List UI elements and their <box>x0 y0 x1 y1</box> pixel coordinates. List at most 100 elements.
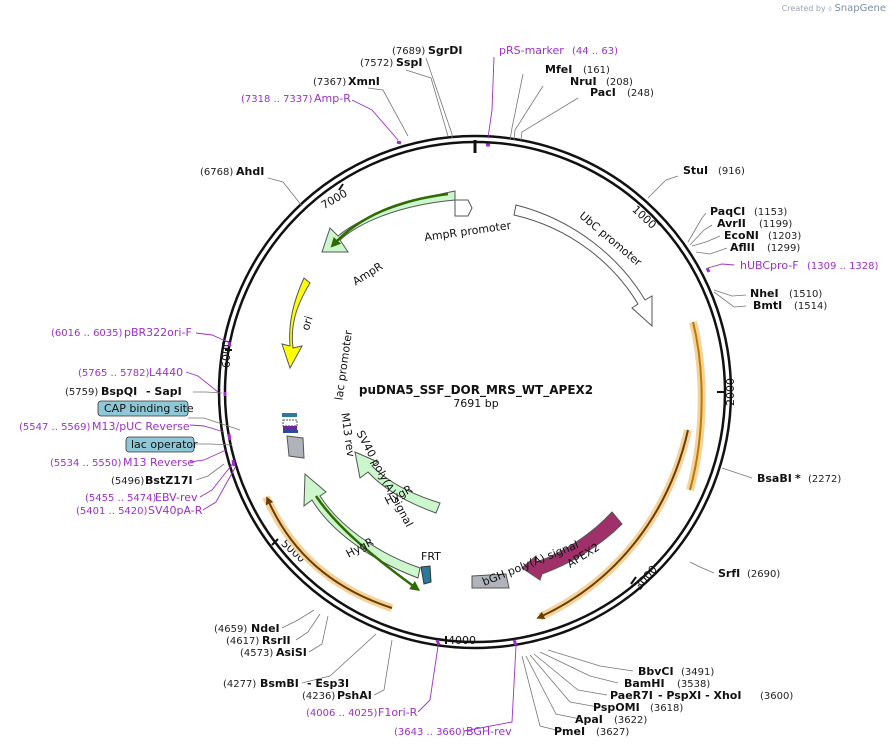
primer-name: F1ori-R <box>378 706 418 719</box>
feature-hygr-inner[interactable] <box>354 451 441 514</box>
enzyme-pos: (3618) <box>650 703 683 714</box>
enzyme-bsmbi[interactable]: (4277) BsmBI - Esp3I <box>223 677 349 690</box>
primer-prs-marker[interactable]: pRS-marker (44 .. 63) <box>499 44 618 57</box>
primer-m13-puc-reverse[interactable]: (5547 .. 5569) M13/pUC Reverse <box>19 420 190 433</box>
primer-f1ori-r[interactable]: (4006 .. 4025) F1ori-R <box>306 706 418 719</box>
enzyme-name: PaeR7I <box>610 689 653 702</box>
enzyme-name: BsmBI <box>260 677 299 690</box>
feature-ubc-promoter[interactable] <box>513 204 653 328</box>
primer-amp-r[interactable]: (7318 .. 7337) Amp-R <box>241 92 351 105</box>
enzyme-pmei[interactable]: PmeI (3627) <box>554 725 629 738</box>
enzyme-pos: (4659) <box>214 624 247 635</box>
primer-range: (5765 .. 5782) <box>78 368 150 379</box>
primer-range: (7318 .. 7337) <box>241 94 313 105</box>
primer-range: (5401 .. 5420) <box>76 506 148 517</box>
primer-m13-reverse[interactable]: (5534 .. 5550) M13 Reverse <box>50 456 194 469</box>
primer-name: L4440 <box>149 366 183 379</box>
feature-sv40-polya[interactable] <box>286 435 305 459</box>
boxed-label: lac operator <box>131 438 198 451</box>
enzyme-bspqi[interactable]: (5759) BspQI - SapI <box>65 385 182 398</box>
feature-frt[interactable] <box>420 565 432 585</box>
enzyme-pos: (3600) <box>760 691 793 702</box>
enzyme-pos: (2690) <box>747 569 780 580</box>
feature-ampr-promoter[interactable] <box>454 199 473 217</box>
primer-range: (4006 .. 4025) <box>306 708 378 719</box>
label-sv40-polya: SV40 poly(A) signal <box>354 428 416 529</box>
enzyme-srfi[interactable]: SrfI (2690) <box>718 567 780 580</box>
enzyme-paer7i[interactable]: PaeR7I - PspXI - XhoI (3600) <box>610 689 793 702</box>
enzyme-name: BmtI <box>753 299 782 312</box>
enzyme-econi[interactable]: EcoNI (1203) <box>724 229 801 242</box>
boxed-lac-operator[interactable]: lac operator <box>125 436 198 453</box>
boxed-label: CAP binding site <box>104 402 194 415</box>
primer-l4440[interactable]: (5765 .. 5782) L4440 <box>78 366 183 379</box>
tick-label-7000: 7000 <box>319 187 350 212</box>
enzyme-pos: (1514) <box>794 301 827 312</box>
enzyme-pos: (3491) <box>681 667 714 678</box>
enzyme-pshai[interactable]: (4236) PshAI <box>302 689 372 702</box>
enzyme-apai[interactable]: ApaI (3622) <box>575 713 647 726</box>
enzyme-paci[interactable]: PacI (248) <box>590 86 654 99</box>
enzyme-pos: (4573) <box>240 648 273 659</box>
tick-label-2000: 2000 <box>724 378 737 406</box>
primer-range: (5547 .. 5569) <box>19 422 91 433</box>
enzyme-bstz17i[interactable]: (5496) BstZ17I <box>111 474 193 487</box>
feature-ori[interactable] <box>281 277 311 370</box>
feature-ampr[interactable] <box>321 190 456 253</box>
enzyme-pspomi[interactable]: PspOMI (3618) <box>593 701 683 714</box>
enzyme-name: BspQI <box>101 385 137 398</box>
primer-ebv-rev[interactable]: (5455 .. 5474) EBV-rev <box>85 491 198 504</box>
primer-hubcpro-f[interactable]: hUBCpro-F (1309 .. 1328) <box>740 259 879 272</box>
primer-name: M13 Reverse <box>123 456 194 469</box>
enzyme-asisi[interactable]: (4573) AsiSI <box>240 646 307 659</box>
enzyme-bmti[interactable]: BmtI (1514) <box>753 299 827 312</box>
enzyme-name: NheI <box>750 287 779 300</box>
enzyme-name: SgrDI <box>428 44 462 57</box>
enzyme-aflii[interactable]: AflII (1299) <box>730 241 800 254</box>
primer-sv40pa-r[interactable]: (5401 .. 5420) SV40pA-R <box>76 504 203 517</box>
enzyme-name: MfeI <box>545 63 572 76</box>
enzyme-bamhi[interactable]: BamHI (3538) <box>624 677 710 690</box>
enzyme-stui[interactable]: StuI (916) <box>683 164 745 177</box>
enzyme-name: AsiSI <box>276 646 307 659</box>
enzyme-bsabi[interactable]: BsaBI * (2272) <box>757 472 841 485</box>
feature-apex2[interactable] <box>521 511 623 581</box>
label-ampr-promoter: AmpR promoter <box>424 219 513 244</box>
enzyme-nrui[interactable]: NruI (208) <box>570 75 633 88</box>
boxed-cap-binding-site[interactable]: CAP binding site <box>97 400 194 417</box>
enzyme-avrii[interactable]: AvrII (1199) <box>717 217 792 230</box>
primer-name: pRS-marker <box>499 44 564 57</box>
primer-leader-lines <box>185 56 735 732</box>
enzyme-pos: (3538) <box>677 679 710 690</box>
enzyme-nhei[interactable]: NheI (1510) <box>750 287 822 300</box>
enzyme-pos: (7572) <box>360 58 393 69</box>
primer-range: (6016 .. 6035) <box>51 328 123 339</box>
enzyme-sgrdi[interactable]: (7689) SgrDI <box>392 44 462 57</box>
primer-name: M13/pUC Reverse <box>92 420 190 433</box>
primer-bgh-rev[interactable]: (3643 .. 3660) BGH-rev <box>394 725 512 738</box>
map-title: puDNA5_SSF_DOR_MRS_WT_APEX2 <box>359 383 593 398</box>
credit-prefix: Created by <box>781 4 826 13</box>
tick-label-1000: 1000 <box>629 203 658 232</box>
enzyme-pos: (3622) <box>614 715 647 726</box>
feature-hygr-outer[interactable] <box>303 472 421 591</box>
enzyme-mfei[interactable]: MfeI (161) <box>545 63 610 76</box>
enzyme-bbvci[interactable]: BbvCI (3491) <box>638 665 714 678</box>
enzyme-xmni[interactable]: (7367) XmnI <box>313 75 380 88</box>
enzyme-pos: (1299) <box>767 243 800 254</box>
enzyme-paqci[interactable]: PaqCI (1153) <box>710 205 787 218</box>
feature-bgh-polya[interactable] <box>471 573 510 589</box>
tick-7000: 7000 <box>319 183 350 212</box>
primer-name: Amp-R <box>314 92 351 105</box>
enzyme-rsrii[interactable]: (4617) RsrII <box>226 634 291 647</box>
enzyme-ndei[interactable]: (4659) NdeI <box>214 622 280 635</box>
enzyme-pos: (208) <box>606 77 633 88</box>
enzyme-name: PmeI <box>554 725 585 738</box>
primer-pbr322ori-f[interactable]: (6016 .. 6035) pBR322ori-F <box>51 326 192 339</box>
enzyme-sspi[interactable]: (7572) SspI <box>360 56 422 69</box>
enzyme-ahdi[interactable]: (6768) AhdI <box>200 165 264 178</box>
label-frt: FRT <box>421 550 441 563</box>
map-length: 7691 bp <box>453 397 498 410</box>
label-ori: ori <box>299 314 316 332</box>
